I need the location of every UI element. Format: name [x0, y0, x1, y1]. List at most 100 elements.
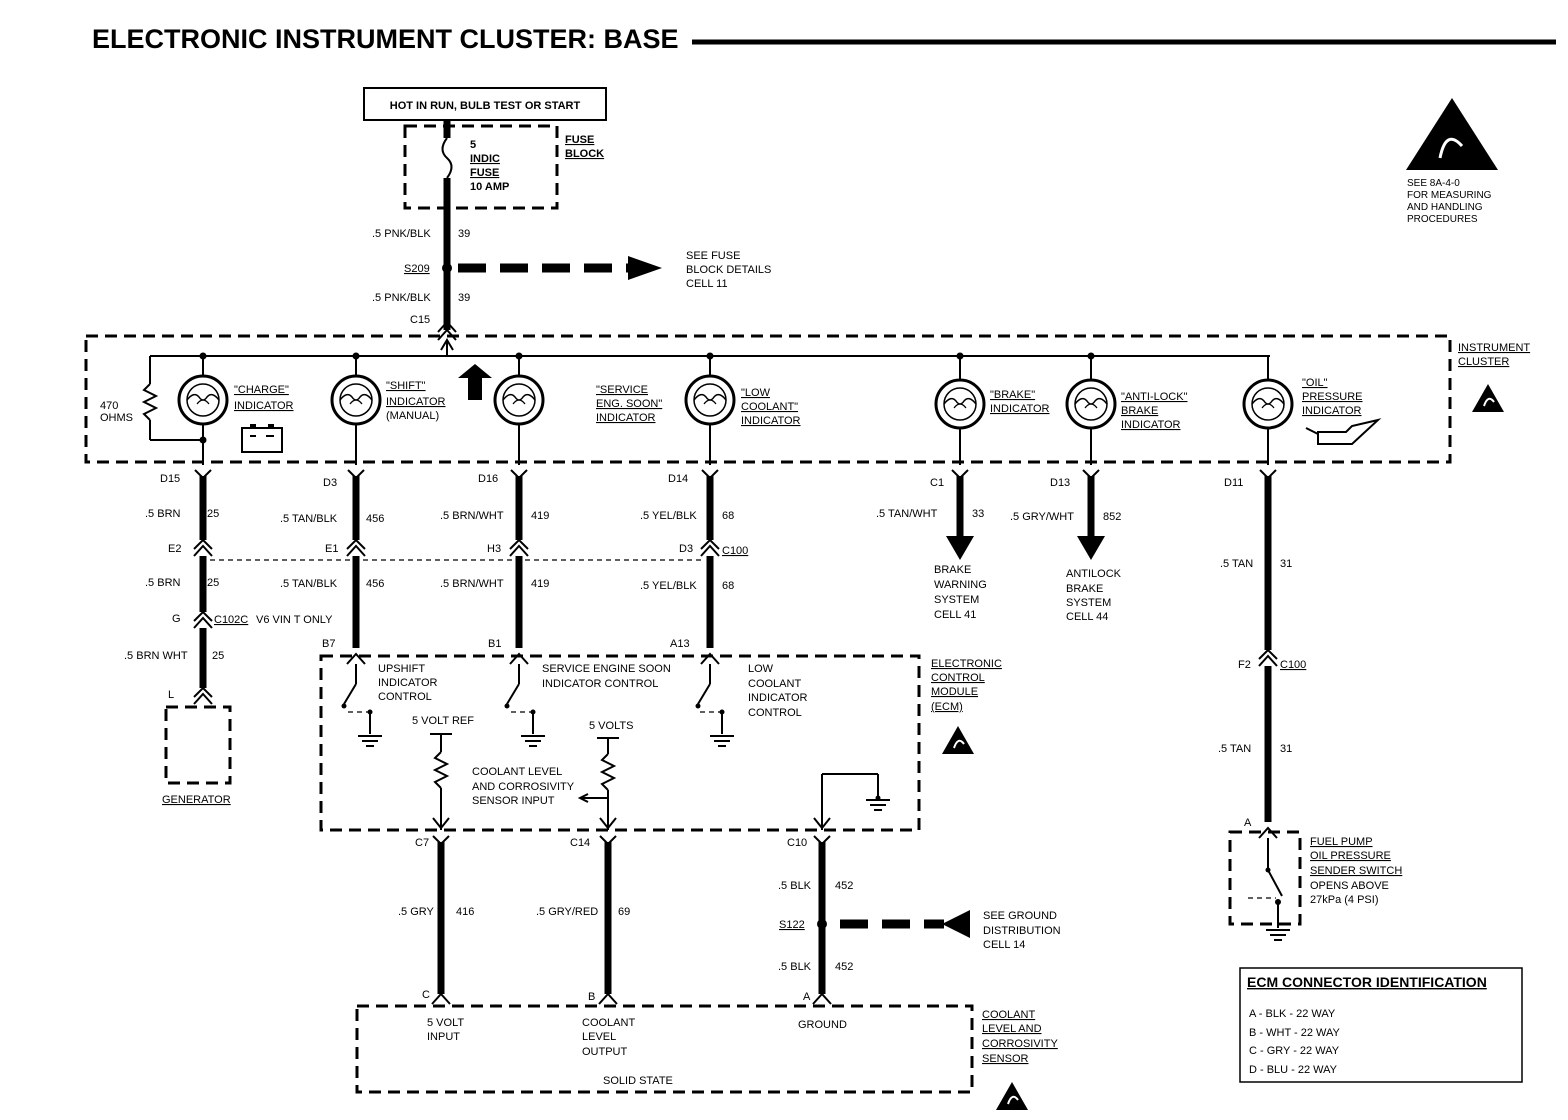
battery-icon [241, 427, 283, 453]
ground-icon [709, 735, 735, 747]
svg-text:PROCEDURES: PROCEDURES [1407, 214, 1478, 225]
svg-text:UPSHIFT: UPSHIFT [378, 663, 425, 675]
svg-text:25: 25 [207, 577, 219, 589]
svg-text:OPENS ABOVE: OPENS ABOVE [1310, 880, 1389, 892]
svg-text:CELL 14: CELL 14 [983, 939, 1025, 951]
esd-warning-icon [941, 725, 975, 755]
svg-text:10 AMP: 10 AMP [470, 181, 509, 193]
svg-text:D13: D13 [1050, 477, 1070, 489]
wire-column-shift [346, 469, 366, 665]
svg-text:F2: F2 [1238, 659, 1251, 671]
svg-text:5 VOLT REF: 5 VOLT REF [412, 715, 474, 727]
wire-452 [812, 835, 832, 1005]
svg-text:FUSE: FUSE [470, 167, 499, 179]
svg-text:INDIC: INDIC [470, 153, 500, 165]
ground-icon [1265, 929, 1291, 941]
svg-text:COOLANT: COOLANT [582, 1017, 635, 1029]
svg-text:"SHIFT": "SHIFT" [386, 380, 426, 392]
splice-s209 [442, 263, 452, 273]
svg-text:D3: D3 [679, 543, 693, 555]
wire-416 [431, 835, 451, 1005]
svg-text:.5 BRN: .5 BRN [145, 508, 181, 520]
svg-text:WARNING: WARNING [934, 579, 987, 591]
svg-text:D - BLU - 22 WAY: D - BLU - 22 WAY [1249, 1064, 1338, 1076]
svg-text:SOLID STATE: SOLID STATE [603, 1075, 673, 1087]
svg-text:INDICATOR CONTROL: INDICATOR CONTROL [542, 678, 658, 690]
svg-text:470: 470 [100, 400, 118, 412]
svg-text:.5 TAN/WHT: .5 TAN/WHT [876, 508, 938, 520]
svg-text:C: C [422, 989, 430, 1001]
svg-text:INDICATOR: INDICATOR [1121, 419, 1181, 431]
fuse-symbol-icon [441, 137, 453, 179]
svg-text:.5 YEL/BLK: .5 YEL/BLK [640, 580, 697, 592]
svg-text:SERVICE ENGINE SOON: SERVICE ENGINE SOON [542, 663, 671, 675]
svg-text:C1: C1 [930, 477, 944, 489]
svg-text:.5 GRY/RED: .5 GRY/RED [536, 906, 598, 918]
svg-text:B1: B1 [488, 638, 501, 650]
svg-text:D16: D16 [478, 473, 498, 485]
power-source-box [363, 87, 607, 121]
svg-text:COOLANT": COOLANT" [741, 401, 798, 413]
ground-icon [865, 799, 891, 811]
svg-text:AND HANDLING: AND HANDLING [1407, 202, 1483, 213]
svg-text:FUEL PUMP: FUEL PUMP [1310, 836, 1373, 848]
svg-text:.5 YEL/BLK: .5 YEL/BLK [640, 510, 697, 522]
svg-text:CELL 41: CELL 41 [934, 609, 976, 621]
svg-text:.5 TAN: .5 TAN [1220, 558, 1253, 570]
svg-text:H3: H3 [487, 543, 501, 555]
svg-text:OUTPUT: OUTPUT [582, 1046, 628, 1058]
svg-text:.5 TAN: .5 TAN [1218, 743, 1251, 755]
svg-text:B - WHT - 22 WAY: B - WHT - 22 WAY [1249, 1027, 1341, 1039]
svg-text:"OIL": "OIL" [1302, 377, 1328, 389]
svg-text:COOLANT: COOLANT [748, 678, 801, 690]
svg-text:INSTRUMENT: INSTRUMENT [1458, 342, 1530, 354]
wire-column-antilock [1077, 469, 1105, 560]
svg-text:SYSTEM: SYSTEM [1066, 597, 1111, 609]
svg-text:C100: C100 [722, 545, 748, 557]
resistor-470-icon [141, 383, 159, 421]
svg-text:BLOCK DETAILS: BLOCK DETAILS [686, 264, 771, 276]
wire-69 [598, 835, 618, 1005]
svg-text:"CHARGE": "CHARGE" [234, 384, 289, 396]
svg-text:852: 852 [1103, 511, 1121, 523]
coolant-sensor-outline [355, 1004, 974, 1094]
svg-text:GROUND: GROUND [798, 1019, 847, 1031]
esd-warning-icon [1471, 383, 1505, 413]
svg-text:69: 69 [618, 906, 630, 918]
svg-text:452: 452 [835, 961, 853, 973]
switch-low-coolant [695, 664, 735, 747]
svg-text:D15: D15 [160, 473, 180, 485]
ecm-outline [319, 654, 921, 832]
svg-text:B: B [588, 991, 595, 1003]
power-source-label: HOT IN RUN, BULB TEST OR START [390, 100, 581, 112]
svg-text:BRAKE: BRAKE [934, 564, 971, 576]
svg-text:SENSOR: SENSOR [982, 1053, 1029, 1065]
ground-icon [520, 735, 546, 747]
svg-text:.5 TAN/BLK: .5 TAN/BLK [280, 513, 338, 525]
svg-text:C7: C7 [415, 837, 429, 849]
svg-text:CLUSTER: CLUSTER [1458, 356, 1509, 368]
svg-text:31: 31 [1280, 558, 1292, 570]
wire-column-charge [193, 469, 213, 705]
svg-text:.5 GRY/WHT: .5 GRY/WHT [1010, 511, 1074, 523]
svg-text:OHMS: OHMS [100, 412, 133, 424]
lamp-service-engine-soon [493, 352, 545, 465]
svg-text:SEE FUSE: SEE FUSE [686, 250, 740, 262]
ecm-connector-id-box [1239, 967, 1523, 1083]
instrument-cluster-outline [84, 334, 1452, 464]
svg-text:BRAKE: BRAKE [1121, 405, 1158, 417]
svg-text:452: 452 [835, 880, 853, 892]
svg-text:MODULE: MODULE [931, 686, 978, 698]
svg-text:SEE GROUND: SEE GROUND [983, 910, 1057, 922]
svg-text:BRAKE: BRAKE [1066, 583, 1103, 595]
svg-text:C100: C100 [1280, 659, 1306, 671]
svg-text:C15: C15 [410, 314, 430, 326]
svg-text:31: 31 [1280, 743, 1292, 755]
svg-text:DISTRIBUTION: DISTRIBUTION [983, 925, 1061, 937]
svg-text:39: 39 [458, 292, 470, 304]
svg-text:SYSTEM: SYSTEM [934, 594, 979, 606]
svg-text:FOR MEASURING: FOR MEASURING [1407, 190, 1492, 201]
arrow-left-icon [942, 910, 970, 938]
svg-text:ENG. SOON": ENG. SOON" [596, 398, 662, 410]
